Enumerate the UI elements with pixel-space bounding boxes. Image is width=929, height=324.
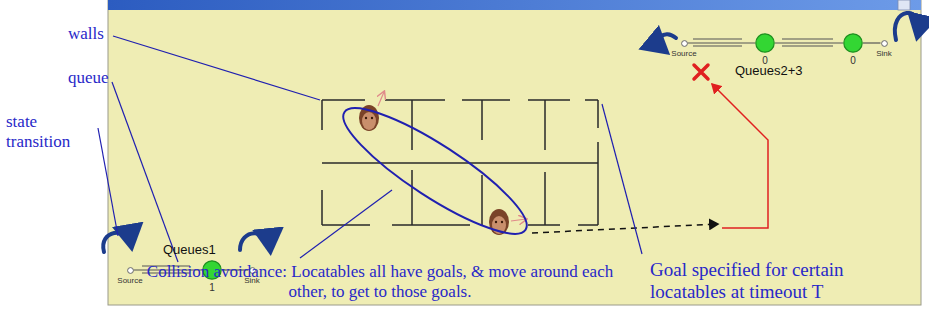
source-sink-circle: Source: [681, 40, 688, 47]
motion-arrow: [532, 224, 718, 233]
source-sink-circle: Sink: [881, 40, 888, 47]
endpoint-name: Sink: [876, 50, 892, 58]
annotation-label: Queues1: [163, 243, 243, 258]
leader-line: [98, 36, 642, 262]
source-sink-circle: Source: [127, 267, 134, 274]
queue-link: [688, 42, 756, 43]
node-outline: [681, 40, 688, 47]
state-transition-arrow: [103, 13, 919, 252]
endpoint-name: Source: [117, 277, 142, 285]
queue-buffer: [142, 39, 833, 273]
queue-circle: 0: [843, 33, 863, 53]
annotation-label: queue: [68, 68, 128, 88]
queue-link: [863, 42, 881, 43]
annotation-label: Collision avoidance: Locatables all have…: [140, 262, 620, 301]
goal-arrow: [712, 84, 768, 228]
annotation-label: Goal specified for certain locatables at…: [650, 259, 922, 303]
queue-count: 0: [850, 56, 856, 66]
node-outline: [843, 33, 863, 53]
queue-count: 1: [209, 283, 215, 293]
annotation-label: walls: [68, 24, 128, 44]
queue-circle: 0: [755, 33, 775, 53]
queue-link: [775, 42, 843, 43]
annotation-label: Queues2+3: [735, 64, 835, 79]
annotation-label: state transition: [6, 112, 86, 151]
locatable-face: [489, 209, 526, 235]
collision-ring: [330, 90, 539, 251]
node-outline: [127, 267, 134, 274]
goal-cross: [694, 65, 708, 79]
room-walls: [322, 100, 598, 225]
endpoint-name: Source: [671, 50, 696, 58]
node-outline: [881, 40, 888, 47]
node-outline: [755, 33, 775, 53]
app-window: [108, 0, 921, 305]
